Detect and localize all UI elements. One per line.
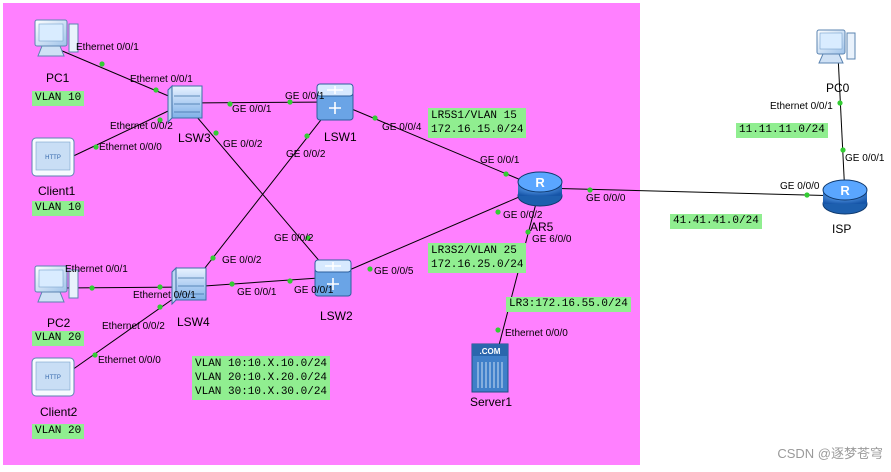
- link-client2-lsw4: [61, 286, 191, 378]
- subnet-tag-isp-lan: 11.11.11.0/24: [736, 123, 828, 138]
- port-label: Ethernet 0/0/2: [110, 121, 173, 132]
- vlan-tag-pc1: VLAN 10: [32, 91, 85, 106]
- watermark: CSDN @逐梦苍穹: [777, 446, 883, 461]
- svg-text:.COM: .COM: [480, 347, 501, 356]
- switch-icon[interactable]: [171, 266, 207, 306]
- port-label: GE 0/0/0: [780, 181, 820, 192]
- port-label: Ethernet 0/0/1: [770, 101, 833, 112]
- link-lsw3-lsw1: [184, 101, 336, 104]
- link-isp-pc0: [837, 54, 846, 197]
- svg-text:R: R: [840, 183, 850, 198]
- port-label: GE 0/0/5: [374, 266, 414, 277]
- device-name-server1: Server1: [470, 395, 513, 409]
- pc-icon[interactable]: [816, 29, 856, 64]
- device-name-ar5: AR5: [530, 220, 554, 234]
- port-label: Ethernet 0/0/1: [76, 42, 139, 53]
- pc-icon[interactable]: [34, 265, 79, 303]
- device-name-client1: Client1: [38, 184, 76, 198]
- vlan-tag-pc2: VLAN 20: [32, 331, 85, 346]
- svg-text:R: R: [535, 175, 545, 190]
- port-label: GE 0/0/2: [503, 210, 543, 221]
- subnet-tag-lr5s1: LR5S1/VLAN 15 172.16.15.0/24: [428, 108, 527, 138]
- port-label: GE 0/0/1: [285, 91, 325, 102]
- link-ar5-lsw2: [332, 187, 541, 278]
- port-label: GE 0/0/1: [232, 104, 272, 115]
- subnet-tag-lr3s2: LR3S2/VLAN 25 172.16.25.0/24: [428, 243, 527, 273]
- port-label: Ethernet 0/0/0: [98, 355, 161, 366]
- router-icon[interactable]: R: [517, 171, 563, 207]
- device-name-lsw2: LSW2: [320, 309, 353, 323]
- port-label: GE 0/0/1: [845, 153, 885, 164]
- device-name-lsw1: LSW1: [324, 130, 357, 144]
- subnet-tag-wan: 41.41.41.0/24: [670, 214, 762, 229]
- port-label: GE 0/0/2: [286, 149, 326, 160]
- server-icon[interactable]: .COM: [471, 343, 509, 393]
- port-label: Ethernet 0/0/0: [505, 328, 568, 339]
- link-pc2-lsw4: [59, 286, 191, 289]
- link-lsw4-lsw2: [189, 276, 334, 288]
- port-label: Ethernet 0/0/2: [102, 321, 165, 332]
- device-name-pc1: PC1: [46, 71, 70, 85]
- http-client-icon[interactable]: HTTP: [31, 137, 75, 177]
- device-name-isp: ISP: [832, 222, 852, 236]
- switch-icon[interactable]: [167, 84, 203, 124]
- port-label: GE 0/0/1: [237, 287, 277, 298]
- vlan-plan-tag: VLAN 10:10.X.10.0/24 VLAN 20:10.X.20.0/2…: [192, 356, 331, 400]
- pc-icon[interactable]: [34, 19, 79, 57]
- device-name-lsw4: LSW4: [177, 315, 210, 329]
- link-ar5-server1: [491, 187, 541, 373]
- device-name-pc0: PC0: [826, 81, 850, 95]
- port-label: Ethernet 0/0/0: [99, 142, 162, 153]
- links: [59, 49, 846, 378]
- port-label: GE 0/0/1: [294, 285, 334, 296]
- vlan-tag-client2: VLAN 20: [32, 424, 85, 439]
- port-dots: [89, 61, 846, 358]
- device-name-pc2: PC2: [47, 316, 71, 330]
- device-name-lsw3: LSW3: [178, 131, 211, 145]
- port-label: GE 0/0/4: [382, 122, 422, 133]
- vlan-tag-client1: VLAN 10: [32, 201, 85, 216]
- port-label: GE 0/0/2: [274, 233, 314, 244]
- port-label: GE 6/0/0: [532, 234, 572, 245]
- port-label: GE 0/0/2: [222, 255, 262, 266]
- subnet-tag-lr3: LR3:172.16.55.0/24: [506, 297, 631, 312]
- device-name-client2: Client2: [40, 405, 78, 419]
- l3-switch-icon[interactable]: [314, 259, 352, 297]
- http-client-icon[interactable]: HTTP: [31, 357, 75, 397]
- router-icon[interactable]: R: [822, 179, 868, 215]
- port-label: GE 0/0/2: [223, 139, 263, 150]
- port-label: Ethernet 0/0/1: [65, 264, 128, 275]
- link-client1-lsw3: [64, 102, 186, 161]
- l3-switch-icon[interactable]: [316, 83, 354, 121]
- link-pc1-lsw3: [59, 49, 186, 104]
- port-label: Ethernet 0/0/1: [130, 74, 193, 85]
- port-label: GE 0/0/1: [480, 155, 520, 166]
- svg-text:HTTP: HTTP: [45, 155, 61, 161]
- port-label: Ethernet 0/0/1: [133, 290, 196, 301]
- link-lsw3-lsw2: [184, 102, 334, 278]
- port-label: GE 0/0/0: [586, 193, 626, 204]
- svg-text:HTTP: HTTP: [45, 375, 61, 381]
